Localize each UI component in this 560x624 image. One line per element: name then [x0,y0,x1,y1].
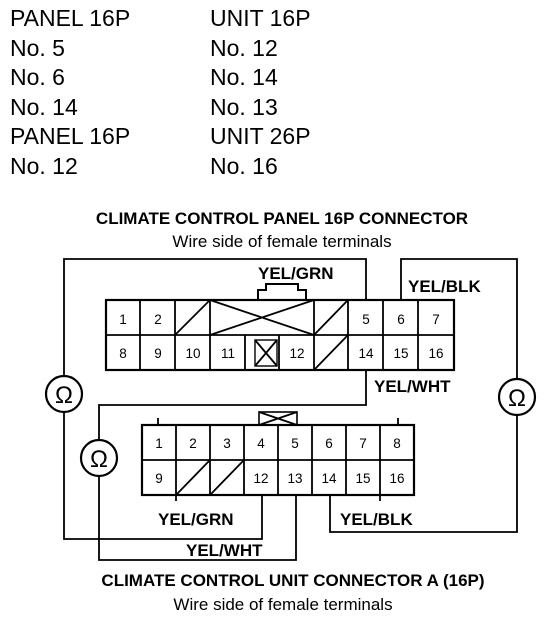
unit-connector [140,411,416,501]
panel-connector-subtitle: Wire side of female terminals [172,232,391,251]
unit-pin-15: 15 [355,471,370,486]
meter-loop-left [63,258,367,540]
panel-pin-1: 1 [119,312,127,327]
pin-table-right-4: UNIT 26P [210,123,311,149]
pin-table-right-column: UNIT 16P No. 12 No. 14 No. 13 UNIT 26P N… [210,4,311,181]
unit-pin-labels: 1 2 3 4 5 6 7 8 9 12 13 14 15 16 [155,436,404,486]
panel-pin-15: 15 [393,346,408,361]
unit-pin-7: 7 [359,436,367,451]
wire-label-unit-yel-grn: YEL/GRN [158,510,234,529]
ohmmeter-center: Ω [79,438,119,478]
pin-table-right-2: No. 14 [210,64,278,90]
meter-loop-center [98,370,367,561]
pin-table-right-5: No. 16 [210,152,278,179]
panel-pin-6: 6 [397,312,405,327]
wire-label-unit-yel-blk: YEL/BLK [340,510,413,529]
pin-table-left-2: No. 6 [10,64,65,90]
unit-pin-9: 9 [155,471,163,486]
unit-pin-5: 5 [291,436,299,451]
unit-pin-12: 12 [253,471,268,486]
wire-label-panel-yel-blk: YEL/BLK [408,277,481,296]
unit-pin-1: 1 [155,436,163,451]
wire-label-panel-yel-grn: YEL/GRN [258,264,334,283]
unit-pin-6: 6 [325,436,333,451]
unit-pin-4: 4 [257,436,265,451]
ohm-symbol-center: Ω [90,446,108,473]
ohm-symbol-right: Ω [508,385,526,412]
pin-table-left-5: No. 12 [10,152,78,179]
pin-table-left-1: No. 5 [10,34,65,61]
wire-label-panel-yel-wht: YEL/WHT [374,377,451,396]
pin-table-left-4: PANEL 16P [10,123,131,149]
unit-connector-title: CLIMATE CONTROL UNIT CONNECTOR A (16P) [101,571,484,590]
panel-pin-5: 5 [362,312,370,327]
panel-connector [104,283,456,372]
ohm-symbol-left: Ω [55,382,73,409]
pin-table-right-0: UNIT 16P [210,5,311,31]
meter-loop-right [329,258,518,533]
pin-table-left-column: PANEL 16P No. 5 No. 6 No. 14 PANEL 16P N… [10,4,130,181]
ohmmeter-right: Ω [497,377,537,417]
unit-pin-8: 8 [393,436,401,451]
unit-pin-14: 14 [321,471,337,486]
pin-table-right-3: No. 13 [210,93,278,120]
pin-table-left-3: No. 14 [10,93,78,120]
unit-pin-3: 3 [223,436,231,451]
panel-connector-title: CLIMATE CONTROL PANEL 16P CONNECTOR [96,209,468,228]
panel-pin-9: 9 [154,346,162,361]
panel-pin-7: 7 [432,312,440,327]
panel-pin-8: 8 [119,346,127,361]
pin-table-right-1: No. 12 [210,34,278,61]
wire-label-unit-yel-wht: YEL/WHT [186,541,263,560]
panel-pin-11: 11 [221,346,235,361]
panel-pin-16: 16 [428,346,443,361]
unit-pin-13: 13 [287,471,302,486]
panel-pin-12: 12 [289,346,304,361]
panel-pin-14: 14 [358,346,374,361]
unit-pin-16: 16 [389,471,404,486]
panel-pin-labels: 1 2 5 6 7 8 9 10 11 12 14 15 16 [119,312,443,361]
ohmmeter-left: Ω [44,374,84,414]
panel-pin-2: 2 [154,312,162,327]
pin-table-left-0: PANEL 16P [10,5,131,31]
unit-connector-subtitle: Wire side of female terminals [173,595,392,614]
unit-pin-2: 2 [189,436,197,451]
panel-pin-10: 10 [185,346,200,361]
